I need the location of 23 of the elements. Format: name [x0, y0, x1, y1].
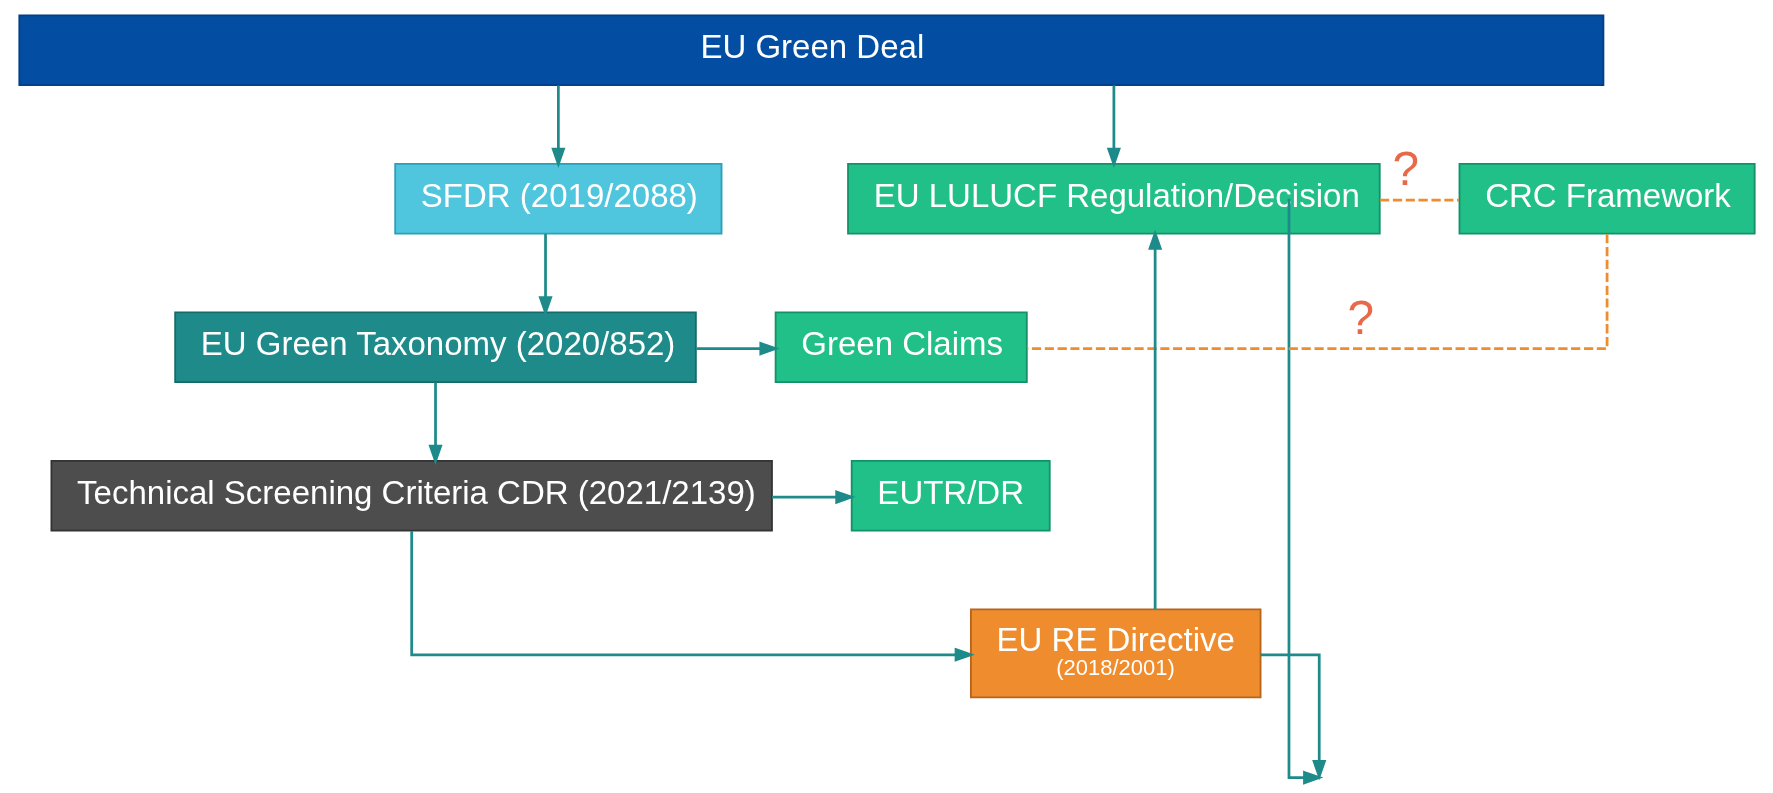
arrow — [550, 85, 565, 168]
arrow — [1147, 229, 1162, 609]
node-box: EU RE Directive (2018/2001) — [969, 608, 1261, 699]
arrow — [409, 531, 975, 662]
arrow — [537, 233, 553, 317]
node-box: EU LULUCF Regulation/Decision — [846, 163, 1381, 235]
edge-label: ? — [1346, 290, 1374, 344]
arrow — [771, 490, 855, 505]
edge-label: ? — [1391, 142, 1419, 196]
arrow — [1287, 198, 1323, 785]
node-box: EUTR/DR — [850, 460, 1051, 532]
node-box: Green Claims — [774, 311, 1028, 383]
connector — [1379, 198, 1459, 202]
connector — [1026, 234, 1608, 350]
node-box: EU Green Taxonomy (2020/852) — [173, 311, 697, 383]
arrow — [1106, 85, 1121, 168]
arrow — [695, 341, 780, 356]
arrow — [427, 382, 443, 465]
node-box: CRC Framework — [1458, 163, 1756, 235]
node-box: SFDR (2019/2088) — [393, 163, 722, 235]
arrow — [1260, 653, 1326, 781]
node-box: Technical Screening Criteria CDR (2021/2139) — [50, 460, 773, 532]
node-box: EU Green Deal — [17, 14, 1604, 86]
